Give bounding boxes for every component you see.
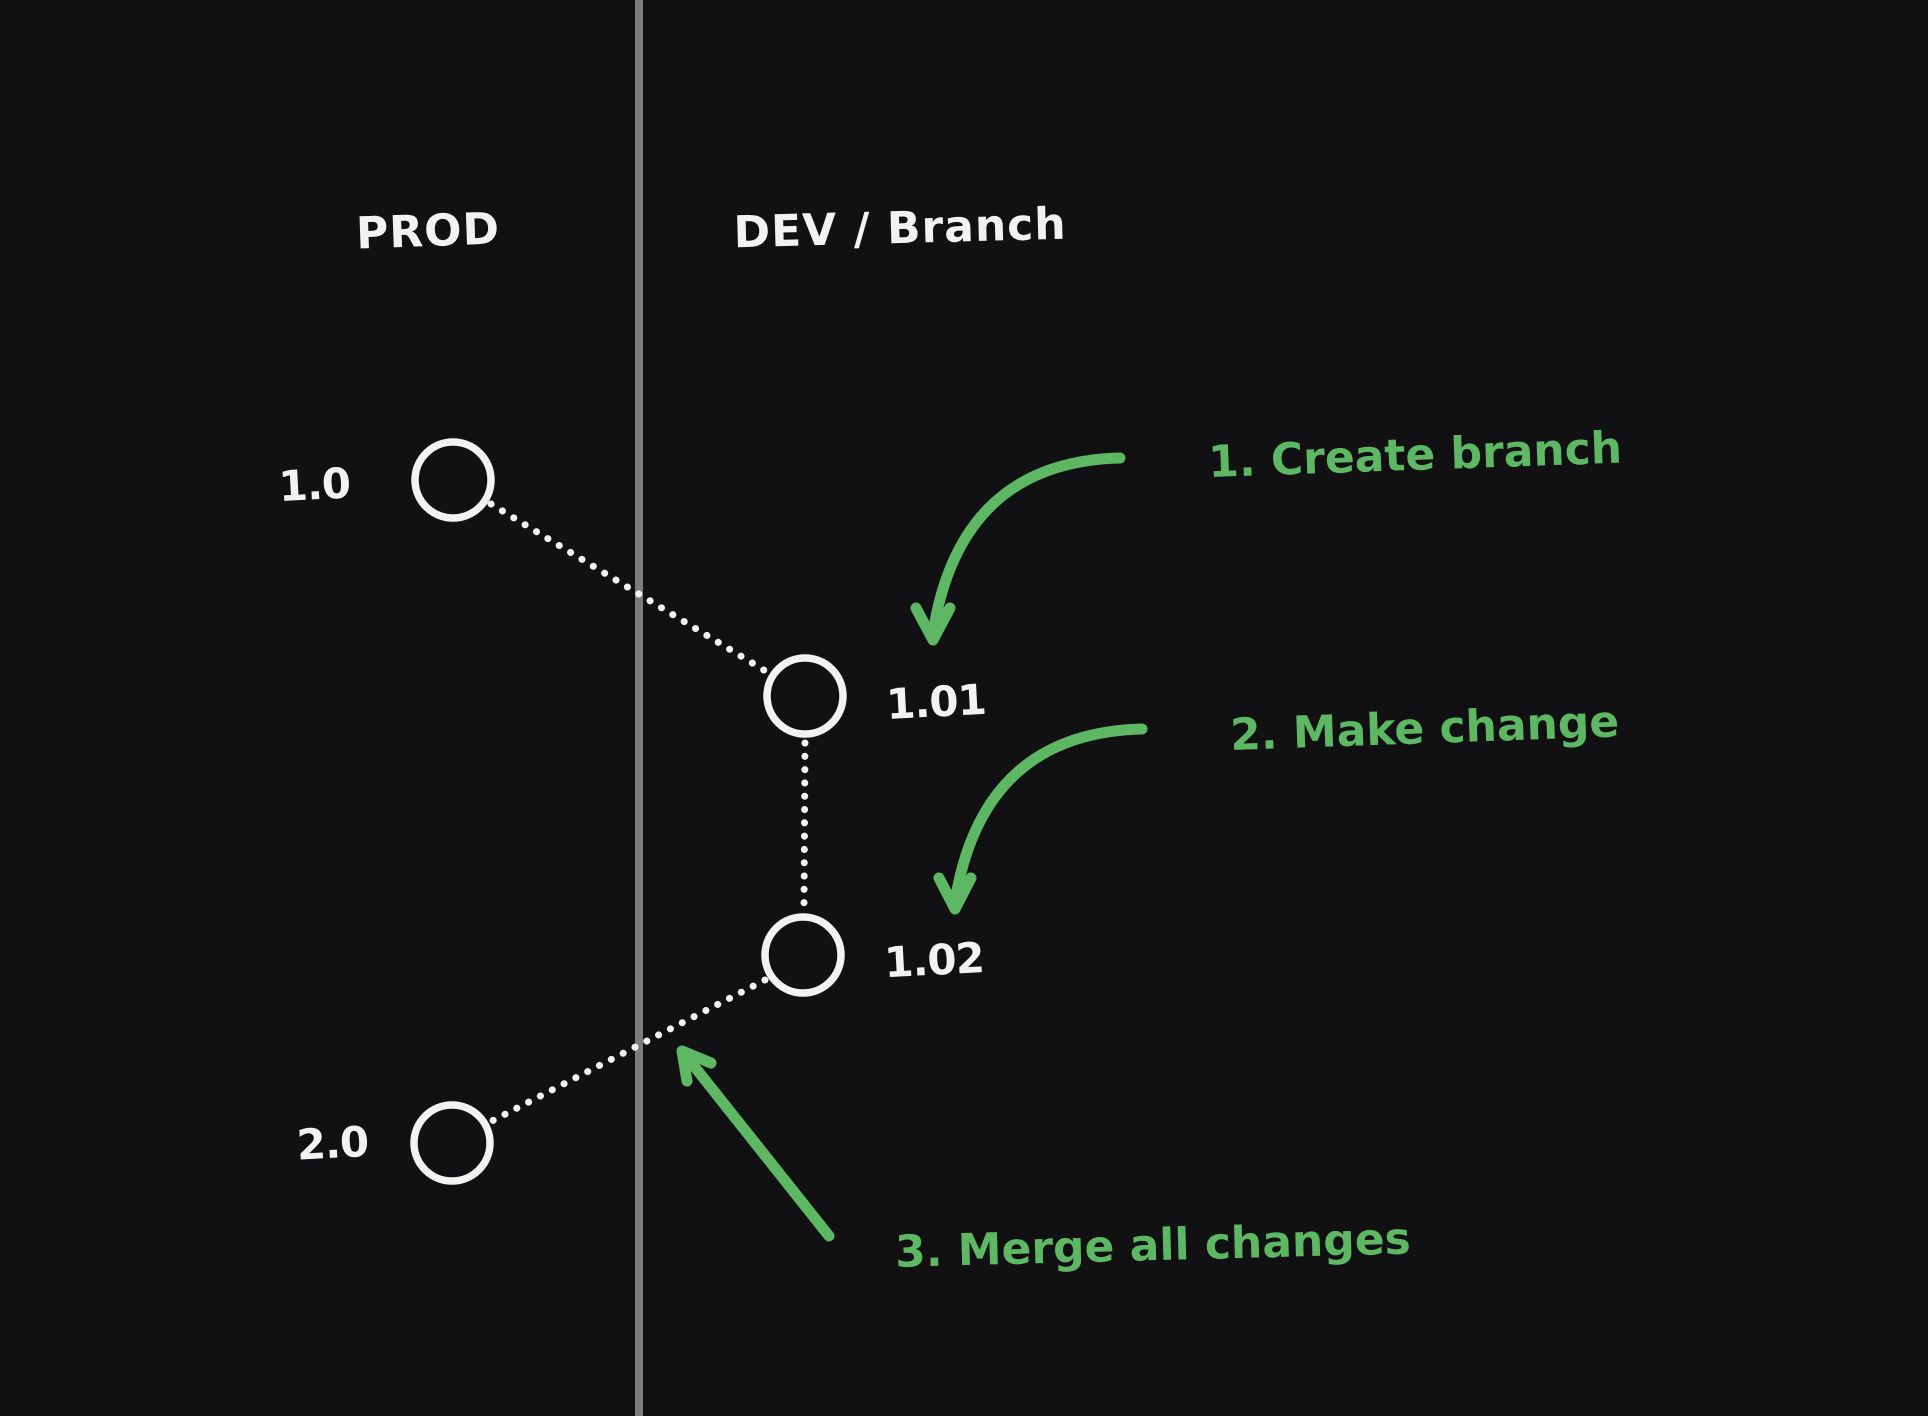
arrow-merge-all-changes <box>680 1050 835 1242</box>
arrowhead-create-branch-icon <box>910 602 956 646</box>
node-circle-1-0 <box>411 438 495 522</box>
connector-1-01-to-1-02 <box>800 739 809 914</box>
annotation-create-branch: 1. Create branch <box>1207 423 1623 488</box>
connector-1-02-to-2-0 <box>488 976 769 1125</box>
node-circle-1-02 <box>761 913 845 997</box>
lane-title-dev: DEV / Branch <box>733 199 1067 259</box>
node-label-1-01: 1.01 <box>885 675 987 729</box>
node-label-1-02: 1.02 <box>883 933 985 987</box>
node-circle-2-0 <box>410 1101 494 1185</box>
arrow-create-branch <box>927 452 1126 639</box>
node-label-2-0: 2.0 <box>295 1117 369 1170</box>
arrow-make-change <box>949 723 1148 908</box>
arrowhead-merge-all-changes-icon <box>676 1045 717 1087</box>
node-circle-1-01 <box>763 654 847 738</box>
annotation-merge-all-changes: 3. Merge all changes <box>894 1213 1411 1277</box>
connector-1-0-to-1-01 <box>487 500 771 676</box>
annotation-make-change: 2. Make change <box>1229 696 1620 761</box>
node-label-1-0: 1.0 <box>277 458 351 511</box>
arrowhead-make-change-icon <box>933 872 977 915</box>
lane-title-prod: PROD <box>355 204 501 260</box>
